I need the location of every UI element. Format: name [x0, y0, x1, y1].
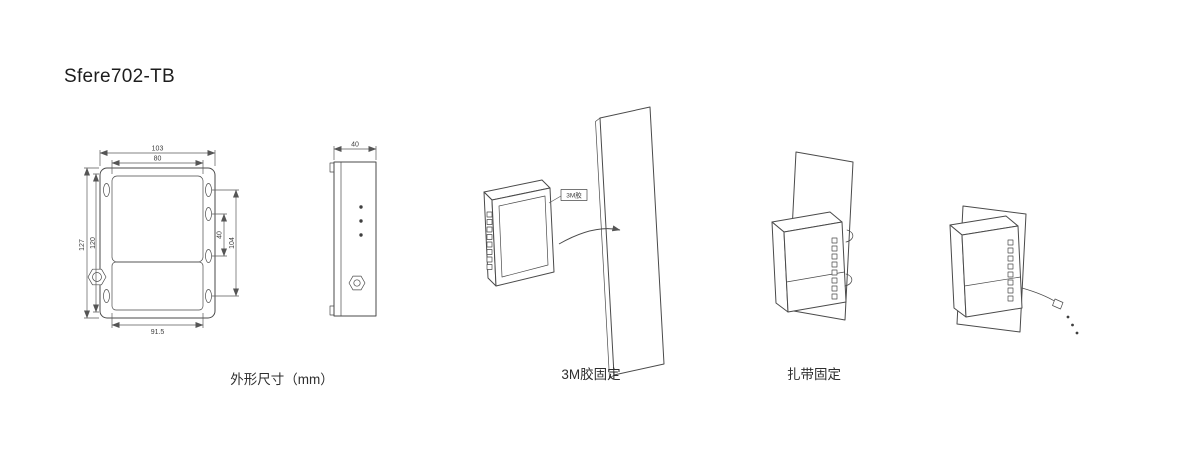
- device-front-face: [783, 221, 847, 313]
- dimension-right-large: 104: [212, 189, 240, 297]
- dimension-label: 104: [229, 237, 236, 249]
- adhesive-callout: 3M胶: [548, 189, 588, 204]
- device-isometric: [949, 215, 1023, 318]
- dimension-width-outer: 103: [99, 146, 216, 166]
- cover-seam: [964, 276, 1021, 287]
- side-outline: [333, 161, 377, 317]
- dimension-label: 103: [152, 146, 164, 153]
- tie-mount-illustration: [771, 151, 854, 321]
- ellipsis-dots: [1066, 315, 1079, 335]
- mounting-slots: [103, 183, 212, 303]
- tie-mount-caption: 扎带固定: [787, 367, 841, 382]
- cable-gland: [87, 268, 107, 286]
- outline-caption: 外形尺寸（mm）: [230, 372, 334, 387]
- adhesive-label: 3M胶: [566, 191, 582, 200]
- glue-mount-illustration: 3M胶: [483, 106, 665, 379]
- dimension-depth: 40: [333, 142, 377, 160]
- dimension-label: 40: [217, 231, 224, 239]
- dimension-width-inner: 80: [111, 156, 204, 174]
- terminal-cover-outline: [111, 261, 204, 311]
- flange-tab-top: [329, 162, 335, 173]
- dimension-label: 80: [154, 156, 162, 163]
- dimension-height-outer: 127: [79, 167, 99, 319]
- device-body-outline: [111, 175, 204, 263]
- front-view-drawing: 103 80 127 120: [79, 146, 240, 336]
- device-front-face: [491, 187, 555, 287]
- page-title: Sfere702-TB: [64, 66, 176, 87]
- glue-mount-caption: 3M胶固定: [561, 367, 621, 382]
- device-isometric: [771, 211, 847, 313]
- adhesive-hatch: [498, 195, 549, 278]
- dimension-label: 127: [79, 239, 86, 251]
- gland-hex: [348, 275, 366, 291]
- dimension-label: 120: [90, 237, 97, 249]
- dimension-bottom-width: 91.5: [111, 313, 204, 336]
- tie-detail-illustration: [949, 205, 1079, 335]
- dimension-label: 40: [351, 142, 359, 149]
- dimension-right-small: 40: [212, 213, 228, 257]
- cable-ties: [844, 229, 854, 287]
- mount-arrow: [558, 225, 621, 245]
- device-isometric: [483, 179, 555, 287]
- cable-tie-strap: [1021, 287, 1064, 310]
- flange-tab-bottom: [329, 305, 335, 316]
- tie-buckle: [1052, 298, 1064, 310]
- device-front-face: [961, 225, 1023, 318]
- device-flange-outline: [99, 167, 216, 319]
- dimension-label: 91.5: [151, 329, 165, 336]
- indicator-dots: [359, 205, 363, 237]
- wall-panel: [595, 106, 665, 379]
- side-view-drawing: 40: [329, 142, 377, 317]
- dimension-height-inner: 120: [90, 173, 100, 313]
